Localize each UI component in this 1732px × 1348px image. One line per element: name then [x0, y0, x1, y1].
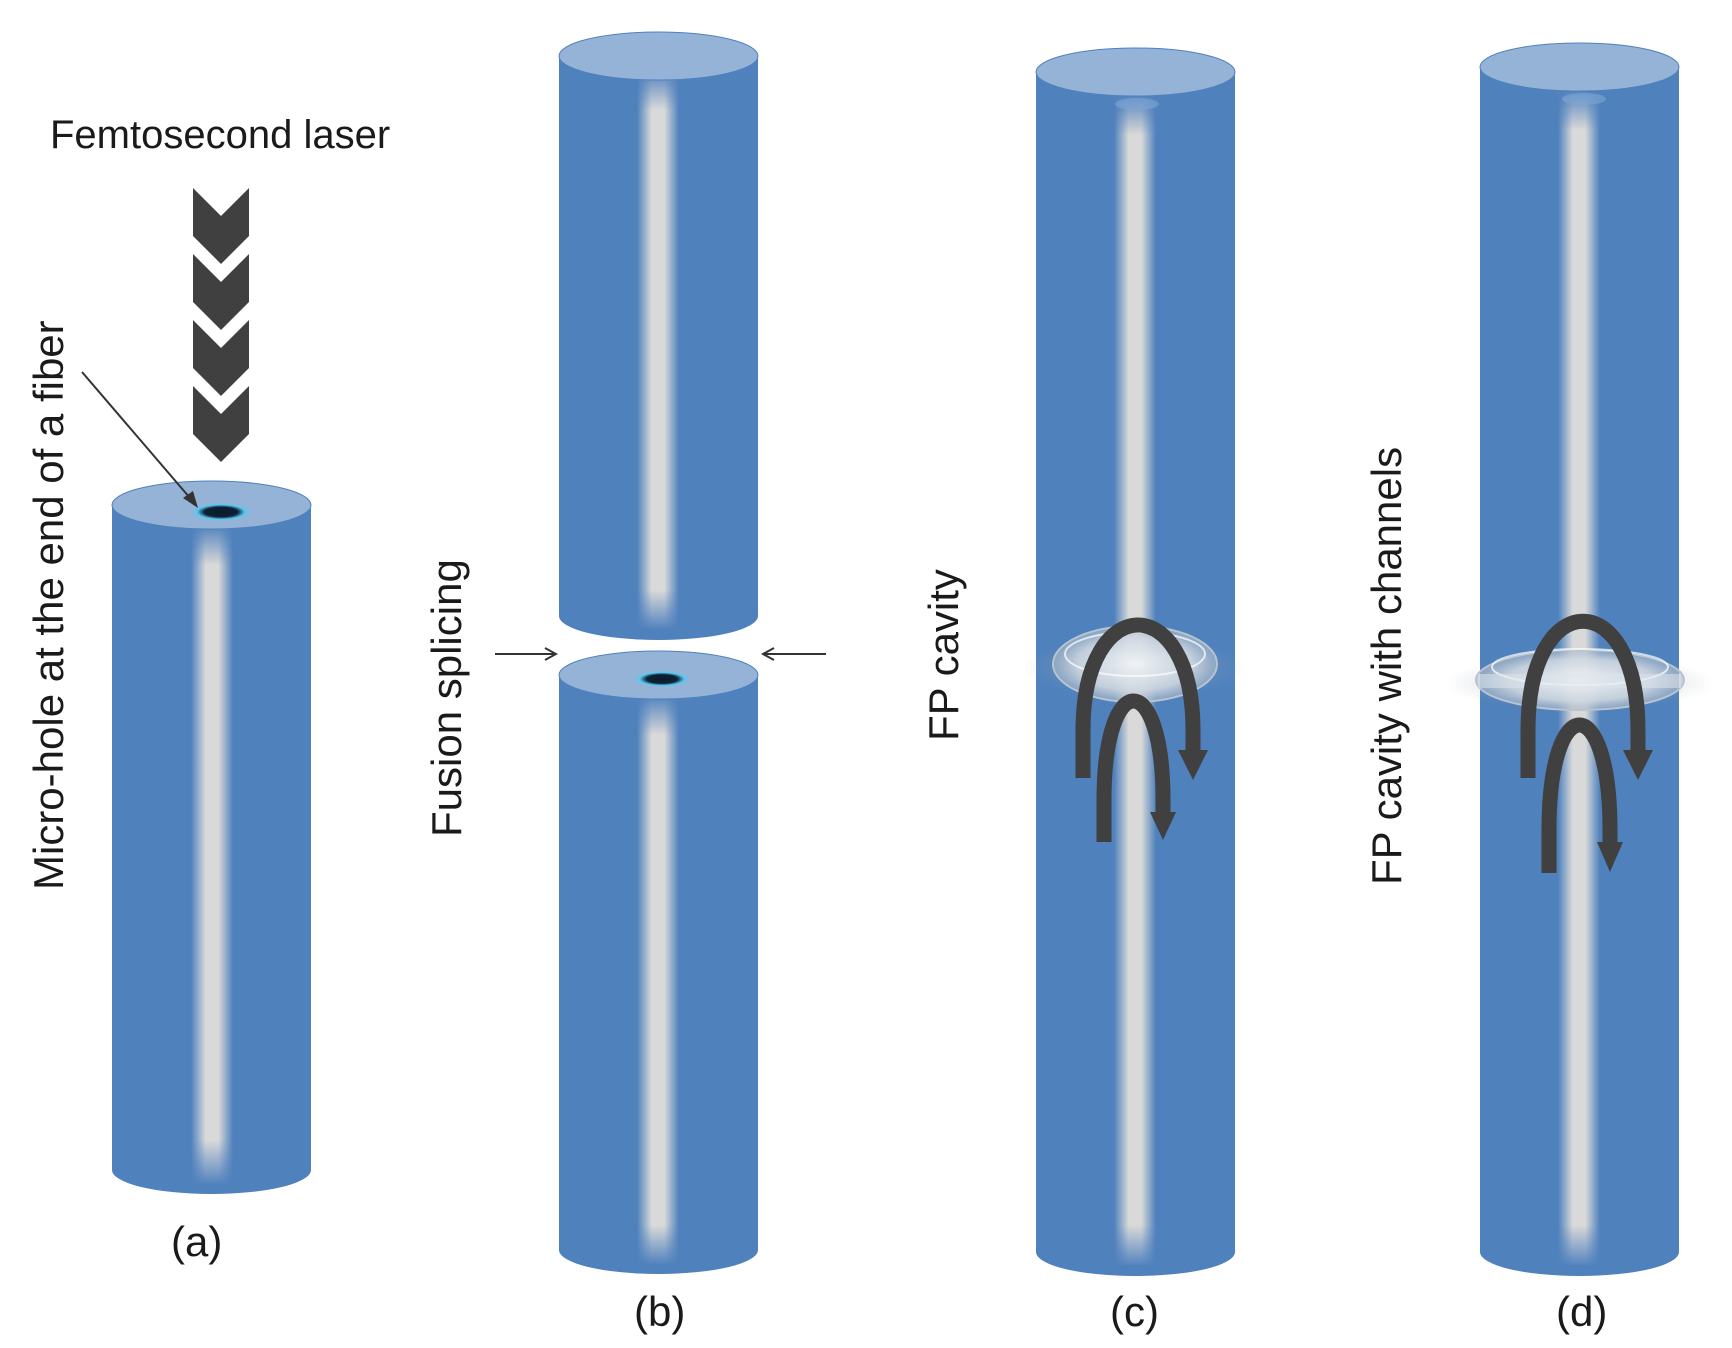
caption-b: (b)	[634, 1288, 685, 1335]
reflection-arrows-c-icon	[1075, 617, 1201, 842]
channel	[1478, 674, 1681, 688]
laser-chevrons-icon	[193, 188, 249, 462]
fp-cavity-label: FP cavity	[920, 569, 967, 741]
fiber-core	[191, 525, 233, 1185]
caption-d: (d)	[1556, 1288, 1607, 1335]
micro-hole	[634, 671, 690, 687]
fiber-core	[637, 695, 679, 1265]
fp-channels-label: FP cavity with channels	[1363, 447, 1410, 885]
fiber-a	[111, 480, 312, 1194]
laser-label: Femtosecond laser	[50, 113, 390, 157]
fiber-b-bottom	[558, 650, 759, 1274]
caption-a: (a)	[171, 1218, 222, 1265]
caption-c: (c)	[1110, 1288, 1159, 1335]
fusion-label: Fusion splicing	[423, 559, 470, 837]
reflection-arrows-d-icon	[1520, 613, 1646, 873]
micro-hole	[191, 503, 251, 521]
microhole-label: Micro-hole at the end of a fiber	[25, 320, 72, 890]
fiber-b-top	[558, 31, 759, 640]
pointer-arrow	[81, 371, 197, 506]
reflection-arrowheads-c	[1150, 750, 1208, 840]
reflection-arrowheads-d	[1597, 750, 1653, 872]
fiber-core	[637, 70, 679, 630]
